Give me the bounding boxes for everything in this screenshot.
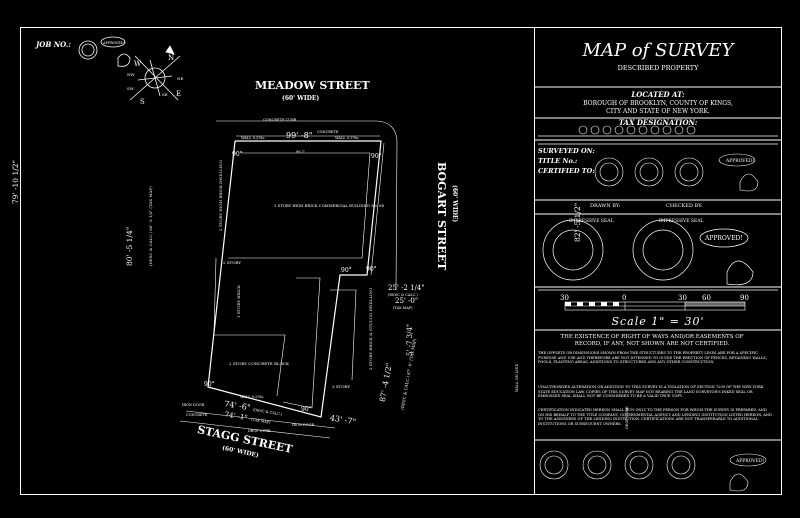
certified-to-label: CERTIFIED TO: [538, 167, 595, 175]
story-right-label: 3 STORY [332, 384, 350, 389]
wall-on-line-label: WALL ON LINE [515, 363, 519, 392]
meadow-street-label: MEADOW STREET [255, 79, 370, 92]
large-seals-icon [542, 219, 754, 286]
dim-bottom-left: 74' -6" [224, 399, 251, 412]
bogart-street-width: (60' WIDE) [451, 185, 458, 222]
wall-bottom-label: WALL 0.2'No. [240, 395, 264, 399]
concrete-curb-label: CONCRETE CURB [263, 118, 297, 122]
dim-right-step: 25' -2 1/4" [388, 284, 425, 292]
scale-tick-1: 0 [622, 294, 626, 302]
job-number-label: JOB NO.: [36, 40, 71, 49]
dim-bottom-left-desc: (DESC & CALC.) [252, 408, 283, 417]
notes-alteration: UNAUTHORIZED ALTERATION OR ADDITION TO T… [538, 385, 764, 399]
dim-right-step-desc: (DESC & CALC.) [388, 293, 418, 297]
dim-right-step-tax: 25' -0" [395, 297, 418, 305]
survey-title: MAP of SURVEY [582, 40, 734, 61]
building-main-label: 1 STORY HIGH BRICK COMMERCIAL BUILDING N… [274, 203, 385, 208]
building-brick-label: 1 STORY BRICK [236, 284, 241, 318]
compass-s: S [140, 98, 145, 106]
drawing-border [20, 27, 782, 495]
compass-n: N [168, 54, 174, 62]
dim-left-lower: 79' -10 1/2" [11, 160, 20, 204]
scale-tick-3: 60 [702, 294, 711, 302]
approved-label-1: APPROVED! [725, 158, 754, 164]
survey-subtitle: DESCRIBED PROPERTY [617, 64, 699, 72]
title-no-label: TITLE No.: [538, 157, 578, 165]
approved-label-3: APPROVED! [735, 458, 764, 464]
compass-ne: NE [177, 76, 184, 81]
surveyed-on-label: SURVEYED ON: [538, 147, 595, 155]
compass-sw: SW [127, 86, 135, 91]
angle-6: 90° [366, 266, 377, 273]
scale-tick-2: 30 [678, 294, 687, 302]
compass-e: E [176, 90, 181, 98]
compass-rose-icon [129, 45, 181, 101]
checked-by-label: CHECKED BY: [666, 203, 703, 209]
building-lower-label: 2 STORY CONCRETE BLOCK [229, 361, 290, 366]
concrete-bottom-label: CONCRETE [186, 413, 208, 417]
dim-bottom-right: 43' -7" [329, 413, 356, 426]
angle-4: 90° [204, 381, 215, 388]
wall-top-left: WALL 0.3'No. [241, 136, 265, 140]
approved-stamp-icon [78, 36, 131, 67]
bogart-street-label: BOGART STREET [435, 162, 448, 271]
lot-outline [207, 140, 382, 418]
scale-text: Scale 1" = 30' [611, 315, 705, 328]
dim-right-step-tax-label: (TAX MAP) [393, 306, 413, 310]
tax-seal-row-icon [578, 125, 696, 135]
dim-top: 99' -8" [286, 131, 312, 140]
compass-se: SE [162, 92, 168, 97]
angle-5: 90° [301, 406, 312, 413]
iron-door-left: IRON DOOR [182, 403, 205, 407]
wall-top-right: WALL 0.1'No. [335, 136, 359, 140]
title-block [534, 27, 782, 495]
iron-door-right: IRON DOOR [292, 423, 315, 427]
top-approved-label: APPROVED! [102, 41, 125, 45]
story-small-label: 2 STORY [223, 260, 241, 265]
dim-bottom-left-tax-label: (TAX MAP) [251, 418, 271, 425]
dim-bottom-left-tax: 74' -1" [224, 410, 248, 422]
dim-right-mid: 5' -7 3/4" [406, 324, 414, 356]
angle-2: 90° [371, 153, 382, 160]
approved-label-2: APPROVED! [704, 235, 743, 242]
dim-right-upper: 82' -5 1/2" [573, 203, 582, 242]
compass-nw: NW [127, 72, 136, 77]
drop-curb-right: DROP CURB [625, 406, 629, 429]
meadow-street-width: (60' WIDE) [282, 95, 319, 102]
notes-easements: THE EXISTENCE OF RIGHT OF WAYS AND/OR EA… [560, 334, 744, 347]
seal-text-1: IMPRESSIVE SEAL [569, 218, 614, 224]
seal-text-2: IMPRESSIVE SEAL [659, 218, 704, 224]
dim-left-upper-sub: (DESC & CALC.) 80' -3 1/2" (TAX MAP) [148, 186, 153, 266]
concrete-top-label: CONCRETE [317, 130, 339, 134]
dim-left-upper: 80' -5 1/4" [125, 227, 134, 266]
located-line-2: CITY AND STATE OF NEW YORK. [606, 108, 710, 115]
building-stucco-label: 2 STORY BRICK & STUCCO DWELLING [368, 288, 373, 370]
certified-seals-icon [594, 153, 759, 192]
located-line-1: BOROUGH OF BROOKLYN, COUNTY OF KINGS, [583, 100, 733, 107]
angle-1: 90° [232, 151, 243, 158]
bottom-seals-icon [539, 450, 767, 492]
drawn-by-label: DRAWN BY: [590, 203, 621, 209]
compass-w: W [134, 60, 142, 68]
angle-3: 90° [341, 267, 352, 274]
drop-curb-bottom: DROP CURB [248, 429, 271, 433]
dim-right-lower: 87' -4 1/2" [378, 362, 394, 402]
notes-offsets: THE OFFSETS OR DIMENSIONS SHOWN FROM THE… [538, 351, 767, 365]
dim-top-sub: 99.7' [296, 150, 305, 154]
building-left-label: 2 STORY HIGH BRICK DWELLING [218, 160, 223, 231]
notes-certification: CERTIFICATION INDICATED HEREON SHALL RUN… [538, 408, 772, 427]
scale-tick-0: 30 [560, 294, 569, 302]
scale-tick-4: 90 [740, 294, 749, 302]
tax-heading: TAX DESIGNATION: [618, 118, 698, 127]
located-heading: LOCATED AT: [631, 90, 685, 99]
